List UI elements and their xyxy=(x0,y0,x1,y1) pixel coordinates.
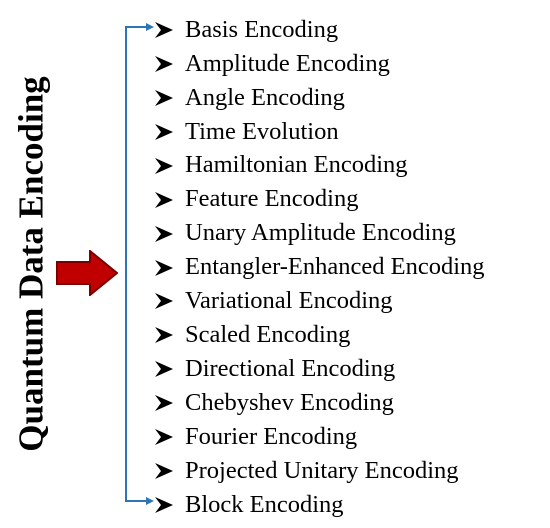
encoding-label: Hamiltonian Encoding xyxy=(185,151,408,179)
arrowhead-bullet-icon xyxy=(155,157,173,174)
encoding-label: Chebyshev Encoding xyxy=(185,389,394,417)
arrowhead-bullet-icon xyxy=(155,497,173,514)
encoding-list-item: Amplitude Encoding xyxy=(153,47,485,81)
encoding-label: Block Encoding xyxy=(185,490,344,518)
encoding-list-item: Variational Encoding xyxy=(153,285,485,319)
encoding-list-item: Angle Encoding xyxy=(153,81,485,115)
red-right-arrow-icon xyxy=(56,250,118,296)
encoding-label: Projected Unitary Encoding xyxy=(185,456,459,484)
encoding-list-item: Block Encoding xyxy=(153,488,485,522)
encoding-label: Scaled Encoding xyxy=(185,321,351,349)
arrowhead-bullet-icon xyxy=(155,463,173,480)
encoding-list-item: Feature Encoding xyxy=(153,183,485,217)
encoding-list-item: Directional Encoding xyxy=(153,352,485,386)
encoding-label: Directional Encoding xyxy=(185,355,396,383)
encoding-label: Variational Encoding xyxy=(185,287,393,315)
encoding-label: Entangler-Enhanced Encoding xyxy=(185,253,485,281)
encoding-list-item: Projected Unitary Encoding xyxy=(153,454,485,488)
arrowhead-bullet-icon xyxy=(155,191,173,208)
encoding-list-item: Hamiltonian Encoding xyxy=(153,149,485,183)
encoding-list-item: Fourier Encoding xyxy=(153,420,485,454)
arrowhead-bullet-icon xyxy=(155,327,173,344)
encoding-label: Unary Amplitude Encoding xyxy=(185,219,456,247)
encoding-label: Fourier Encoding xyxy=(185,422,358,450)
encoding-list: Basis Encoding Amplitude Encoding Angle … xyxy=(153,13,485,522)
diagram-title: Quantum Data Encoding xyxy=(11,76,51,452)
arrowhead-bullet-icon xyxy=(155,429,173,446)
arrowhead-bullet-icon xyxy=(155,225,173,242)
arrowhead-bullet-icon xyxy=(155,259,173,276)
encoding-label: Time Evolution xyxy=(185,117,339,145)
arrowhead-bullet-icon xyxy=(155,21,173,38)
encoding-list-item: Entangler-Enhanced Encoding xyxy=(153,251,485,285)
encoding-list-item: Chebyshev Encoding xyxy=(153,386,485,420)
encoding-label: Feature Encoding xyxy=(185,185,359,213)
encoding-list-item: Scaled Encoding xyxy=(153,318,485,352)
arrowhead-bullet-icon xyxy=(155,361,173,378)
arrowhead-bullet-icon xyxy=(155,89,173,106)
encoding-list-item: Unary Amplitude Encoding xyxy=(153,217,485,251)
encoding-list-item: Time Evolution xyxy=(153,115,485,149)
arrowhead-bullet-icon xyxy=(155,123,173,140)
encoding-label: Amplitude Encoding xyxy=(185,49,390,77)
arrowhead-bullet-icon xyxy=(155,293,173,310)
arrowhead-bullet-icon xyxy=(155,55,173,72)
encoding-label: Angle Encoding xyxy=(185,83,345,111)
arrowhead-bullet-icon xyxy=(155,395,173,412)
encoding-label: Basis Encoding xyxy=(185,15,339,43)
encoding-list-item: Basis Encoding xyxy=(153,13,485,47)
